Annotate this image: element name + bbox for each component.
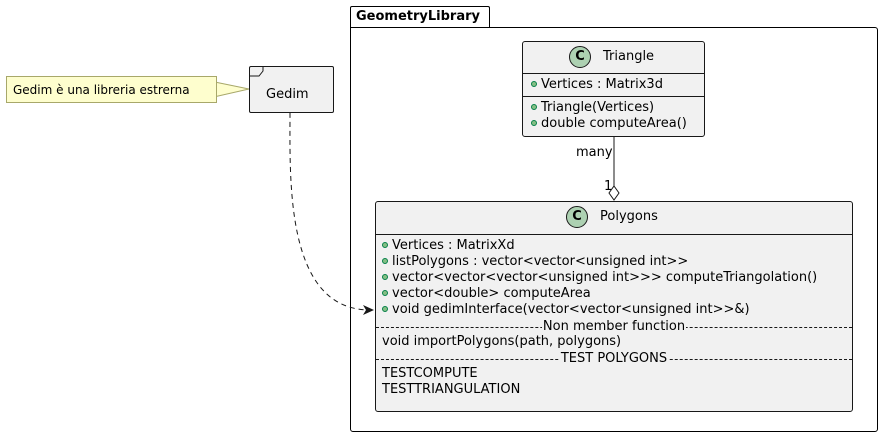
external-library-frame: Gedim [249, 66, 334, 113]
attribute-row: Vertices : Matrix3d [531, 77, 704, 93]
public-visibility-icon [382, 274, 388, 280]
member-row: listPolygons : vector<vector<unsigned in… [382, 254, 852, 270]
external-library-name: Gedim [266, 87, 309, 102]
function-row: void importPolygons(path, polygons) [382, 334, 622, 349]
public-visibility-icon [531, 81, 537, 87]
polygons-members: Vertices : MatrixXd listPolygons : vecto… [376, 235, 852, 320]
association-target-label: 1 [604, 179, 613, 194]
public-visibility-icon [382, 258, 388, 264]
test-list: TESTCOMPUTE TESTTRIANGULATION [376, 366, 852, 398]
dependency-arrowhead [363, 305, 374, 315]
method-row: Triangle(Vertices) [531, 100, 704, 116]
note: Gedim è una libreria estrerna [6, 76, 217, 103]
member-row: void gedimInterface(vector<vector<unsign… [382, 302, 852, 318]
public-visibility-icon [531, 120, 537, 126]
member-row: vector<double> computeArea [382, 286, 852, 302]
test-row: TESTCOMPUTE [382, 366, 478, 381]
test-row: TESTTRIANGULATION [382, 382, 521, 397]
method-row: double computeArea() [531, 116, 704, 132]
member-row: vector<vector<vector<unsigned int>>> com… [382, 270, 852, 286]
triangle-methods: Triangle(Vertices) double computeArea() [523, 97, 704, 132]
non-member-functions: void importPolygons(path, polygons) [376, 334, 852, 352]
package-name: GeometryLibrary [356, 9, 480, 24]
dependency-line [289, 112, 371, 311]
package-tab: GeometryLibrary [350, 6, 490, 28]
association-source-label: many [576, 145, 613, 160]
public-visibility-icon [531, 104, 537, 110]
triangle-header: C Triangle [523, 42, 704, 74]
class-name: Triangle [603, 49, 655, 64]
class-polygons: C Polygons Vertices : MatrixXd listPolyg… [375, 201, 853, 412]
frame-corner-icon [250, 67, 264, 77]
public-visibility-icon [382, 242, 388, 248]
section-title: Non member function [541, 319, 687, 334]
member-row: Vertices : MatrixXd [382, 238, 852, 254]
triangle-attributes: Vertices : Matrix3d [523, 74, 704, 97]
note-text: Gedim è una libreria estrerna [13, 83, 190, 97]
class-stereotype-icon: C [566, 206, 588, 228]
public-visibility-icon [382, 290, 388, 296]
section-title: TEST POLYGONS [559, 351, 669, 366]
class-triangle: C Triangle Vertices : Matrix3d Triangle(… [522, 41, 705, 137]
class-name: Polygons [600, 209, 658, 224]
class-stereotype-icon: C [569, 46, 591, 68]
public-visibility-icon [382, 306, 388, 312]
aggregation-diamond [608, 185, 620, 201]
section-separator: TEST POLYGONS [376, 351, 852, 366]
polygons-header: C Polygons [376, 202, 852, 235]
section-separator: Non member function [376, 319, 852, 334]
